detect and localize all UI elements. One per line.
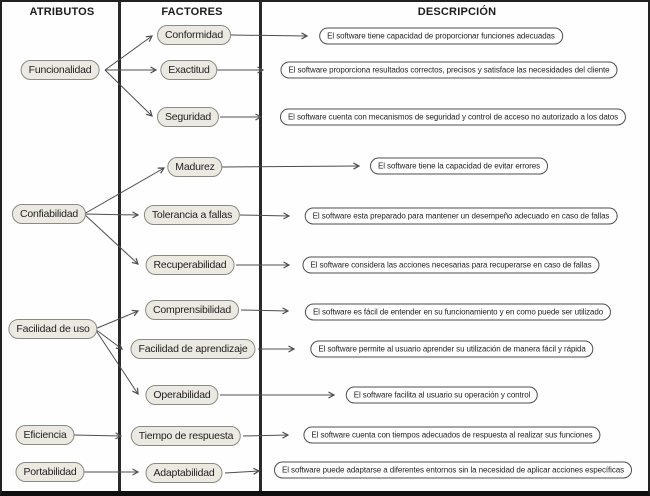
column-header-atributos: ATRIBUTOS (29, 6, 95, 18)
description-node-facilidad-de-aprendizaje: El software permite al usuario aprender … (310, 340, 594, 358)
factor-node-adaptabilidad: Adaptabilidad (145, 463, 223, 483)
description-node-operabilidad: El software facilita al usuario su opera… (345, 386, 539, 404)
description-node-tiempo-de-respuesta: El software cuenta con tiempos adecuados… (303, 426, 601, 444)
description-node-comprensibilidad: El software es fácil de entender en su f… (304, 303, 612, 321)
factor-node-tolerancia-a-fallas: Tolerancia a fallas (143, 205, 241, 225)
column-divider-2 (259, 2, 262, 491)
description-node-recuperabilidad: El software considera las acciones neces… (302, 256, 600, 274)
attribute-node-confiabilidad: Confiabilidad (11, 204, 87, 224)
factor-node-conformidad: Conformidad (157, 25, 231, 45)
attribute-node-portabilidad: Portabilidad (15, 462, 85, 482)
column-header-descripcion: DESCRIPCIÓN (417, 6, 497, 18)
attribute-node-facilidad-de-uso: Facilidad de uso (8, 319, 98, 339)
description-node-conformidad: El software tiene capacidad de proporcio… (319, 27, 563, 45)
factor-node-recuperabilidad: Recuperabilidad (145, 255, 235, 275)
factor-node-seguridad: Seguridad (156, 107, 220, 127)
description-node-tolerancia-a-fallas: El software esta preparado para mantener… (304, 207, 618, 225)
description-node-seguridad: El software cuenta con mecanismos de seg… (279, 108, 627, 126)
factor-node-tiempo-de-respuesta: Tiempo de respuesta (130, 426, 242, 446)
factor-node-exactitud: Exactitud (160, 60, 218, 80)
column-header-factores: FACTORES (161, 6, 223, 18)
attribute-node-funcionalidad: Funcionalidad (20, 60, 100, 80)
description-node-madurez: El software tiene la capacidad de evitar… (370, 157, 548, 175)
attribute-node-eficiencia: Eficiencia (15, 425, 75, 445)
description-node-exactitud: El software proporciona resultados corre… (280, 61, 618, 79)
factor-node-madurez: Madurez (167, 157, 223, 177)
factor-node-facilidad-de-aprendizaje: Facilidad de aprendizaje (130, 339, 256, 359)
factor-node-comprensibilidad: Comprensibilidad (145, 300, 239, 320)
factor-node-operabilidad: Operabilidad (145, 385, 219, 405)
description-node-adaptabilidad: El software puede adaptarse a diferentes… (274, 461, 632, 479)
